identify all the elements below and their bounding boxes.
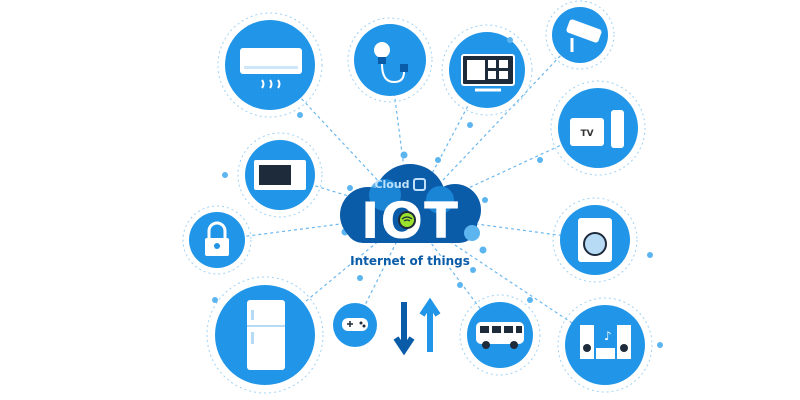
bus-icon <box>476 322 524 349</box>
node-sound-system[interactable]: ♪ <box>557 297 653 393</box>
monitor-icon <box>461 54 515 92</box>
node-bus[interactable] <box>459 294 541 376</box>
cloud-label: Cloud <box>374 178 409 191</box>
node-game-controller[interactable] <box>333 303 377 347</box>
node-refrigerator[interactable] <box>206 276 324 394</box>
node-microwave[interactable] <box>237 132 323 218</box>
svg-text:♪: ♪ <box>604 329 612 343</box>
air-conditioner-icon <box>240 48 302 89</box>
lock-icon <box>205 221 229 256</box>
node-smart-lock[interactable] <box>182 205 252 275</box>
node-smart-display[interactable] <box>441 24 533 116</box>
node-light-bulb[interactable] <box>347 17 433 103</box>
fridge-icon <box>247 300 285 370</box>
device-nodes: TV <box>182 0 653 394</box>
light-bulb-icon <box>374 42 408 84</box>
node-air-conditioner[interactable] <box>217 12 323 118</box>
camera-icon <box>566 19 602 52</box>
node-security-camera[interactable] <box>545 0 615 70</box>
tv-box-icon: TV <box>570 110 624 148</box>
node-washing-machine[interactable] <box>552 197 638 283</box>
node-tv-box[interactable]: TV <box>550 80 646 176</box>
washing-machine-icon <box>578 218 612 262</box>
speakers-icon: ♪ <box>580 325 631 359</box>
microwave-icon <box>254 160 306 190</box>
iot-cloud: Cloud IOT Internet of things <box>340 164 481 268</box>
cloud-chip-icon <box>413 178 426 191</box>
up-down-arrows-icon <box>393 297 441 356</box>
tv-label: TV <box>580 129 593 139</box>
gamepad-icon <box>342 318 368 331</box>
iot-subtitle: Internet of things <box>350 254 470 268</box>
decorative-dots <box>212 37 663 348</box>
